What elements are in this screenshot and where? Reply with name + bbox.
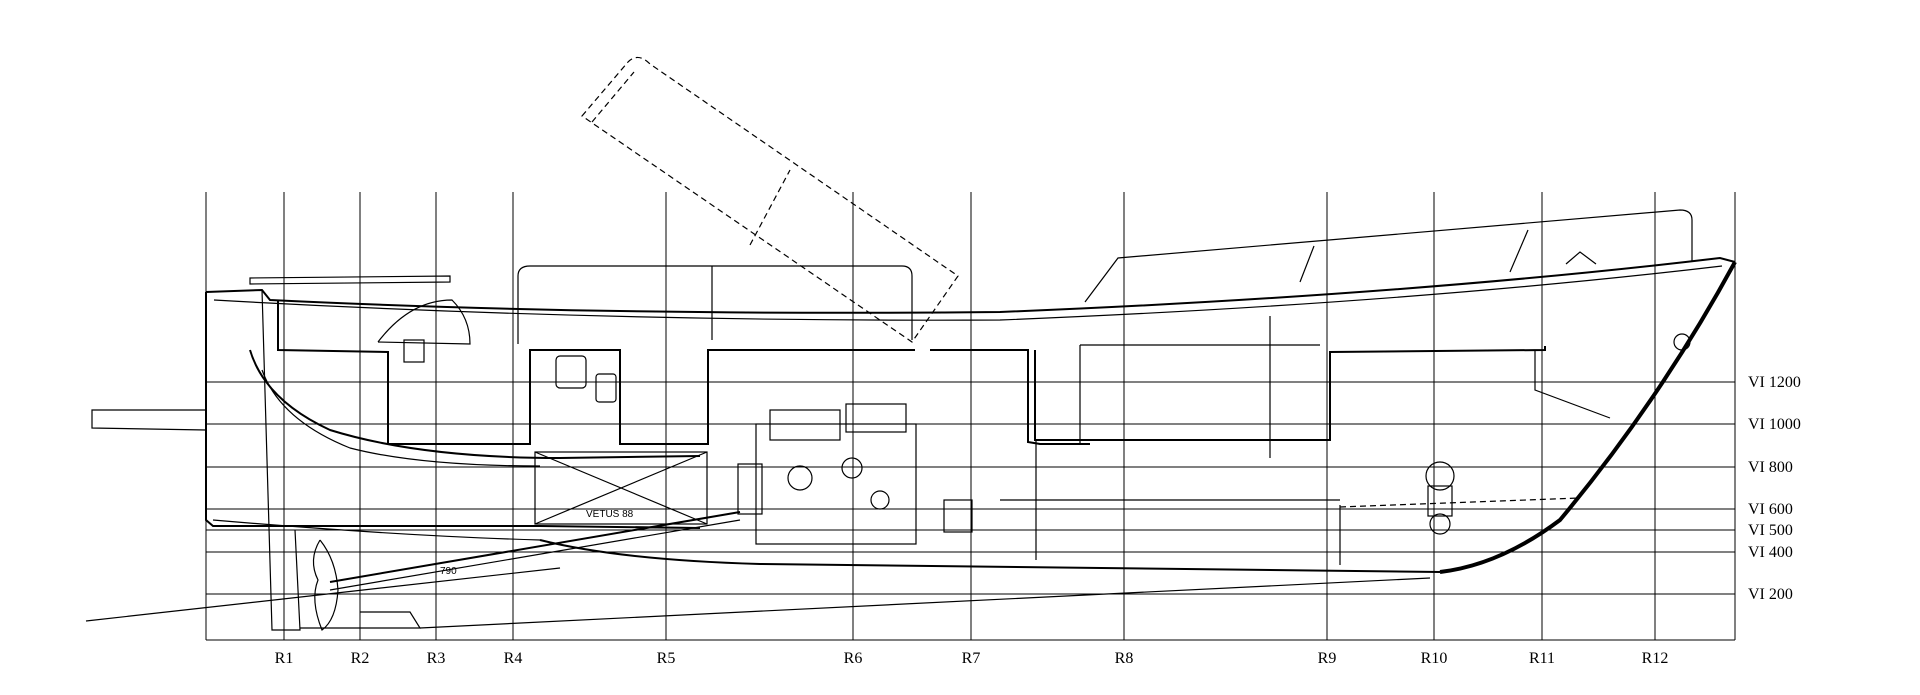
gearbox xyxy=(737,463,763,515)
engine xyxy=(737,403,973,545)
cockpit-floor-mid xyxy=(540,349,715,445)
waterline-label-200: VI 200 xyxy=(1748,586,1793,603)
bimini-frame xyxy=(581,56,959,343)
frame-labels: R1 R2 R3 R4 R5 R6 R7 R8 R9 R10 R11 R12 xyxy=(275,650,1669,667)
frame-label-r6: R6 xyxy=(844,650,863,667)
railing-bow-post-1 xyxy=(1299,245,1315,283)
propeller xyxy=(312,539,339,631)
rudder-stock xyxy=(249,275,451,285)
stern-inner-curve xyxy=(249,349,701,460)
fuel-tank xyxy=(534,451,708,525)
frame-label-r1: R1 xyxy=(275,650,294,667)
bow-cleat xyxy=(1565,251,1597,265)
waterline-label-1200: VI 1200 xyxy=(1748,374,1801,391)
bow-eye xyxy=(1673,333,1691,351)
hull-outline xyxy=(85,256,1737,631)
bottom-line xyxy=(212,519,541,541)
stem xyxy=(1439,261,1737,574)
railing-mid xyxy=(517,265,913,344)
frame-label-r3: R3 xyxy=(427,650,446,667)
cockpit-floor-fwd xyxy=(715,349,1090,445)
transom xyxy=(205,256,1736,314)
skeg-bottom xyxy=(300,611,422,629)
keel-lower xyxy=(419,577,1431,629)
prop-shaft-extension xyxy=(85,567,561,622)
prop-shaft xyxy=(329,511,741,583)
bimini-inner xyxy=(591,71,791,246)
tiller xyxy=(91,409,207,431)
waterline-label-1000: VI 1000 xyxy=(1748,416,1801,433)
frame-label-r7: R7 xyxy=(962,650,981,667)
exhaust-muffler xyxy=(943,499,973,533)
tank-label: VETUS 88 xyxy=(586,509,634,520)
frame-label-r4: R4 xyxy=(504,650,523,667)
gunwale xyxy=(213,265,1723,321)
engine-pulley-1 xyxy=(787,465,813,491)
engine-head xyxy=(769,409,841,441)
frame-label-r5: R5 xyxy=(657,650,676,667)
prop-shaft-tube xyxy=(329,519,741,591)
cockpit-floor-aft xyxy=(277,300,540,445)
control-panel xyxy=(555,355,587,389)
waterline-label-400: VI 400 xyxy=(1748,544,1793,561)
frame-label-r12: R12 xyxy=(1642,650,1669,667)
frame-label-r9: R9 xyxy=(1318,650,1337,667)
sheer-line xyxy=(205,292,701,529)
engine-block xyxy=(755,423,917,545)
shaft-dimension: 790 xyxy=(440,566,457,577)
waterline-label-600: VI 600 xyxy=(1748,501,1793,518)
frame-label-r8: R8 xyxy=(1115,650,1134,667)
waterline-label-500: VI 500 xyxy=(1748,522,1793,539)
frame-label-r11: R11 xyxy=(1529,650,1555,667)
seat-aft xyxy=(1079,344,1320,444)
fuel-tank-diagonal-2 xyxy=(534,451,708,525)
stern-inner-curve-2 xyxy=(261,369,541,467)
filter-box xyxy=(595,373,617,403)
waterline-labels: VI 1200 VI 1000 VI 800 VI 600 VI 500 VI … xyxy=(1748,374,1801,603)
steering-console xyxy=(403,339,425,363)
frame-label-r2: R2 xyxy=(351,650,370,667)
skeg xyxy=(261,289,301,631)
hidden-line-fwd xyxy=(1339,497,1581,508)
bow-thruster xyxy=(1425,461,1455,535)
waterline-label-800: VI 800 xyxy=(1748,459,1793,476)
frame-grid xyxy=(205,192,1736,641)
forward-cabin-floor xyxy=(1034,346,1546,441)
bow-inner-line xyxy=(1534,350,1611,419)
engine-pulley-3 xyxy=(870,490,890,510)
railing-bow xyxy=(1084,209,1693,303)
railing-bow-post-2 xyxy=(1509,229,1529,273)
deck-structure: VETUS 88 790 xyxy=(277,56,1693,631)
steering-wheel-arc xyxy=(377,299,471,345)
keel xyxy=(539,539,1441,573)
engine-pulley-2 xyxy=(841,457,863,479)
engine-manifold xyxy=(845,403,907,433)
frame-label-r10: R10 xyxy=(1421,650,1448,667)
